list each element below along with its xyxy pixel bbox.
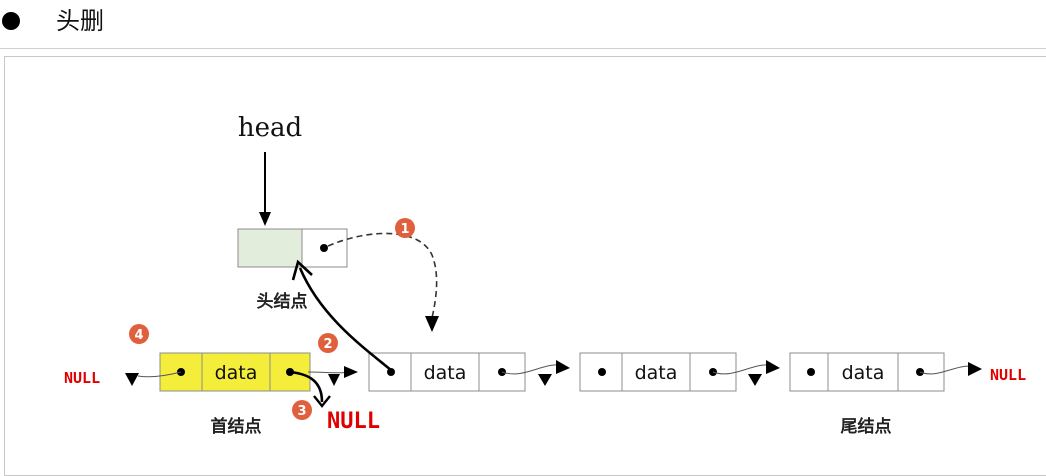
list-node-2: data xyxy=(368,352,526,392)
svg-text:1: 1 xyxy=(400,222,409,237)
bullet-icon xyxy=(2,12,20,30)
null-left-label: NULL xyxy=(64,369,100,387)
first-node-label: 首结点 xyxy=(211,416,262,437)
section-title: 头删 xyxy=(56,7,104,35)
linked-list-diagram: head 头结点 data 首结点 data data xyxy=(64,113,1026,437)
null-right-label: NULL xyxy=(990,366,1026,384)
head-node-label: 头结点 xyxy=(257,291,308,312)
step1-arrow-head-icon xyxy=(425,316,439,332)
step3-arrow-head-icon xyxy=(313,395,331,408)
node2-data-text: data xyxy=(424,362,467,384)
first-node-data-text: data xyxy=(215,362,258,384)
first-node: data xyxy=(159,352,311,392)
first-node-next-cell xyxy=(269,352,311,392)
tail-node-label: 尾结点 xyxy=(841,416,892,437)
first-node-data-cell xyxy=(201,352,271,392)
step3-solid-arrow xyxy=(289,370,324,403)
step-badge-1: 1 xyxy=(395,218,415,238)
null-bottom-label: NULL xyxy=(327,409,380,434)
section-header: 头删 xyxy=(0,0,1046,46)
step-badge-4: 4 xyxy=(129,324,149,344)
step-badge-3: 3 xyxy=(292,400,312,420)
svg-text:3: 3 xyxy=(297,404,306,419)
tail-node-data-text: data xyxy=(842,362,885,384)
step2-arrow-head-icon xyxy=(291,259,313,281)
node-links xyxy=(125,360,982,386)
list-node-3: data xyxy=(579,352,737,392)
step-badge-2: 2 xyxy=(318,333,338,353)
divider xyxy=(0,48,1046,49)
node3-data-text: data xyxy=(635,362,678,384)
step1-dashed-arrow xyxy=(327,232,438,319)
head-node-data-cell xyxy=(237,228,303,268)
head-pointer-label: head xyxy=(238,113,302,143)
svg-text:4: 4 xyxy=(134,328,143,343)
head-node-next-dot xyxy=(320,244,328,252)
head-node xyxy=(237,228,348,268)
step2-solid-arrow xyxy=(298,267,392,372)
tail-node: data xyxy=(789,352,945,392)
svg-text:2: 2 xyxy=(323,337,332,352)
head-pointer-arrow-icon xyxy=(259,212,271,226)
